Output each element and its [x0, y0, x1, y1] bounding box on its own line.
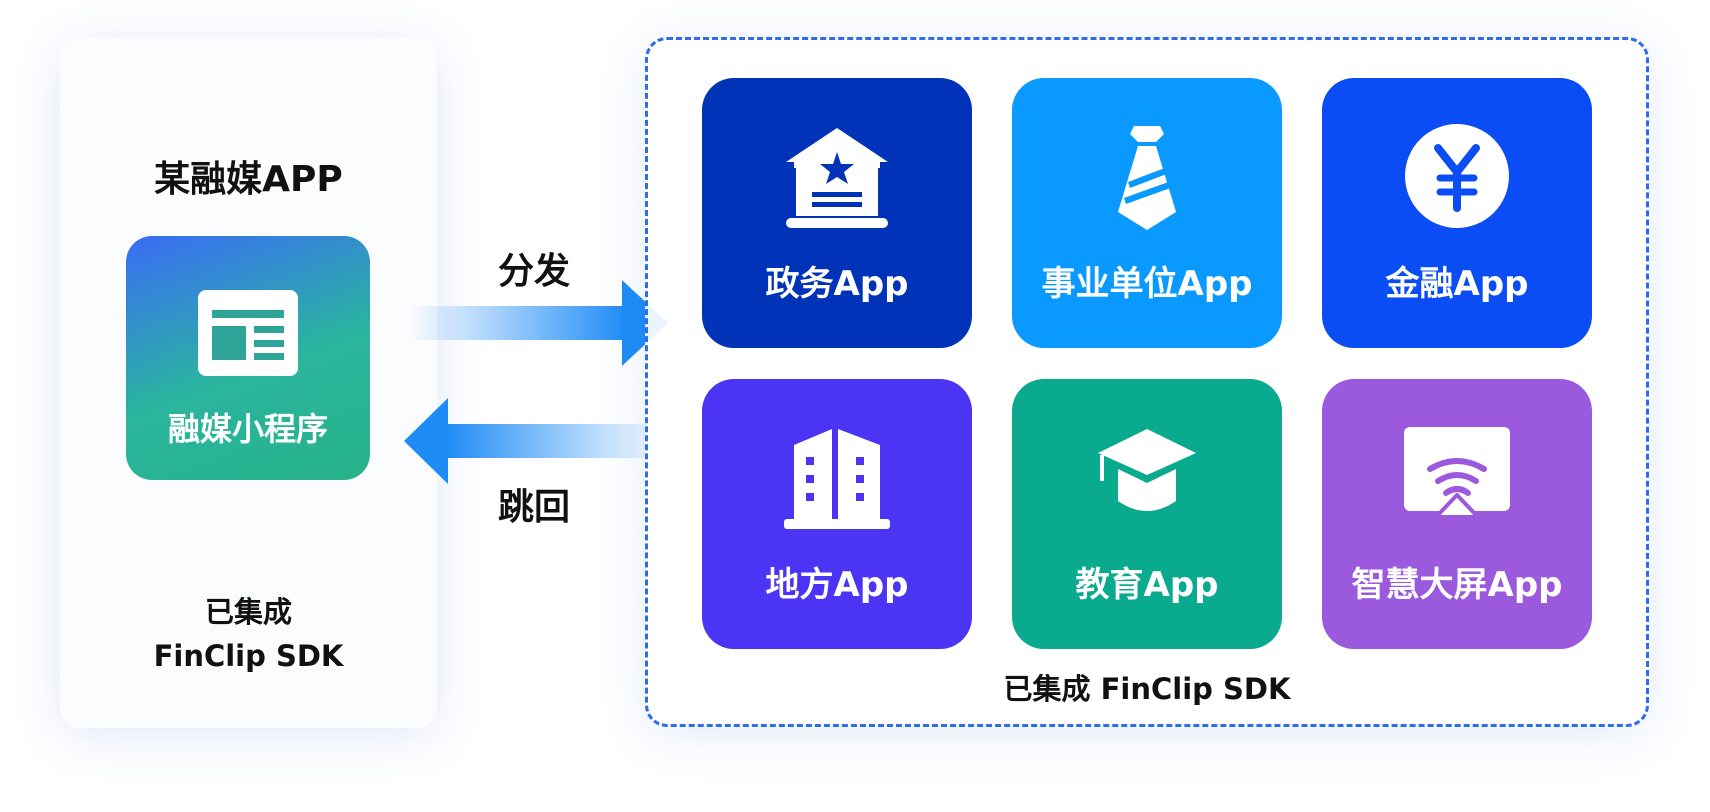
- graduation-cap-icon: [1098, 429, 1196, 511]
- back-arrow: [404, 398, 664, 484]
- host-sdk-line2: FinClip SDK: [153, 639, 344, 673]
- tile-label: 政务App: [765, 264, 909, 304]
- tile-finance-app[interactable]: 金融App: [1322, 78, 1592, 348]
- yuan-coin-icon: [1405, 124, 1509, 228]
- tile-label: 事业单位App: [1041, 264, 1253, 304]
- send-arrow: [410, 280, 668, 366]
- tile-label: 教育App: [1075, 565, 1219, 605]
- mini-program-tile[interactable]: 融媒小程序: [126, 236, 370, 480]
- city-buildings-icon: [784, 429, 890, 529]
- tile-education-app[interactable]: 教育App: [1012, 379, 1282, 649]
- tile-public-institution-app[interactable]: 事业单位App: [1012, 78, 1282, 348]
- group-sdk-label: 已集成 FinClip SDK: [1003, 672, 1291, 706]
- cast-screen-icon: [1404, 427, 1510, 519]
- government-building-icon: [786, 128, 888, 228]
- host-app-card: 某融媒APP 融媒小程序 已集成 FinClip SDK: [60, 38, 437, 728]
- tile-label: 智慧大屏App: [1351, 565, 1563, 605]
- article-layout-icon: [198, 290, 298, 380]
- tile-local-app[interactable]: 地方App: [702, 379, 972, 649]
- host-sdk-label: 已集成 FinClip SDK: [60, 590, 437, 678]
- back-label: 跳回: [498, 487, 571, 528]
- flow-arrows: [404, 280, 668, 484]
- necktie-icon: [1118, 126, 1176, 230]
- mini-program-label: 融媒小程序: [167, 410, 328, 448]
- tile-label: 金融App: [1385, 264, 1529, 304]
- tile-smart-screen-app[interactable]: 智慧大屏App: [1322, 379, 1592, 649]
- host-sdk-line1: 已集成: [204, 595, 292, 629]
- tile-label: 地方App: [765, 565, 909, 605]
- tile-government-app[interactable]: 政务App: [702, 78, 972, 348]
- send-label: 分发: [498, 251, 571, 292]
- host-app-title: 某融媒APP: [154, 159, 343, 200]
